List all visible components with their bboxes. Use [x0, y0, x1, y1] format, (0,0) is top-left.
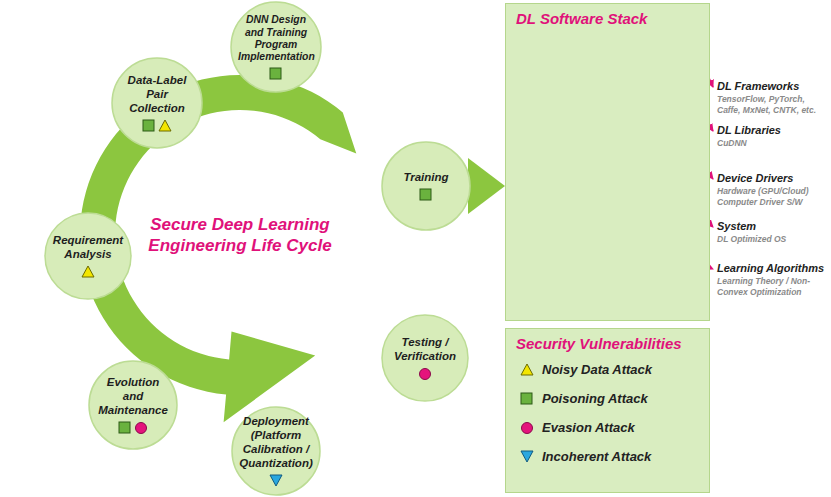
stage-circle: DNN Design and Training Program Implemen… — [230, 1, 322, 93]
legend-row: Noisy Data Attack — [520, 362, 652, 377]
circle-fill — [232, 407, 320, 495]
circle-fill — [45, 213, 131, 299]
flow-arrow — [468, 158, 505, 214]
legend-symbol — [520, 421, 534, 434]
layer-examples: TensorFlow, PyTorch, Caffe, MxNet, CNTK,… — [717, 94, 825, 115]
poisoning-symbol — [119, 422, 130, 433]
layer-name: System — [717, 220, 829, 233]
layer-name: DL Libraries — [717, 124, 829, 137]
stage-label: Data-Label Pair Collection — [119, 74, 195, 115]
stage-label: Testing / Verification — [389, 336, 462, 364]
circle-fill — [112, 58, 202, 148]
noisy-data-symbol — [159, 120, 171, 131]
legend-symbol — [520, 392, 534, 405]
noisy-data-symbol — [521, 364, 533, 375]
evasion-symbol — [420, 368, 431, 379]
attack-symbols — [141, 119, 173, 132]
stage-circle: Training — [381, 141, 471, 231]
stage-label: Training — [389, 171, 464, 185]
panel: DL Software Stack — [505, 3, 710, 321]
attack-symbols — [117, 421, 149, 434]
attack-symbols — [268, 474, 284, 487]
circle-fill — [382, 142, 470, 230]
evasion-symbol — [136, 422, 147, 433]
attack-symbols — [417, 367, 433, 380]
cycle-title: Secure Deep Learning Engineering Life Cy… — [135, 214, 345, 257]
legend-row: Poisoning Attack — [520, 391, 648, 406]
layer-examples: Hardware (GPU/Cloud) Computer Driver S/W — [717, 186, 825, 207]
layer-name: DL Frameworks — [717, 80, 829, 93]
layer-examples: Learning Theory / Non-Convex Optimizatio… — [717, 276, 825, 297]
layer-name: Learning Algorithms — [717, 262, 829, 275]
legend-text: Noisy Data Attack — [542, 362, 652, 377]
stage-circle: Testing / Verification — [381, 314, 469, 402]
stage-circle: Evolution and Maintenance — [88, 360, 178, 450]
stage-label: DNN Design and Training Program Implemen… — [238, 14, 314, 64]
incoherent-symbol — [521, 451, 533, 462]
legend-row: Incoherent Attack — [520, 449, 651, 464]
legend-symbol — [520, 363, 534, 376]
stage-circle: Deployment (Platform Calibration / Quant… — [231, 406, 321, 496]
legend-symbol — [520, 450, 534, 463]
attack-symbols — [268, 67, 284, 80]
stage-label: Requirement Analysis — [52, 234, 125, 262]
poisoning-symbol — [521, 393, 532, 404]
attack-symbols — [418, 188, 434, 201]
circle-fill — [382, 315, 468, 401]
circle-outline — [381, 141, 471, 231]
layer-name: Device Drivers — [717, 172, 829, 185]
poisoning-symbol — [420, 189, 431, 200]
stage-label: Evolution and Maintenance — [96, 376, 171, 417]
layer-examples: DL Optimized OS — [717, 234, 825, 245]
panel-title: Security Vulnerabilities — [506, 329, 709, 352]
evasion-symbol — [522, 423, 533, 434]
attack-symbols — [80, 265, 96, 278]
circle-fill — [231, 2, 321, 92]
legend-row: Evasion Attack — [520, 420, 635, 435]
stage-circle: Data-Label Pair Collection — [111, 57, 203, 149]
legend-text: Poisoning Attack — [542, 391, 648, 406]
poisoning-symbol — [143, 120, 154, 131]
poisoning-symbol — [270, 68, 281, 79]
layer-examples: CuDNN — [717, 138, 825, 149]
incoherent-symbol — [270, 475, 282, 486]
stage-circle: Requirement Analysis — [44, 212, 132, 300]
legend-text: Evasion Attack — [542, 420, 635, 435]
legend-text: Incoherent Attack — [542, 449, 651, 464]
circle-fill — [89, 361, 177, 449]
panel: Security Vulnerabilities — [505, 328, 710, 493]
panel-title: DL Software Stack — [506, 4, 709, 27]
stage-label: Deployment (Platform Calibration / Quant… — [239, 415, 314, 470]
noisy-data-symbol — [82, 266, 94, 277]
